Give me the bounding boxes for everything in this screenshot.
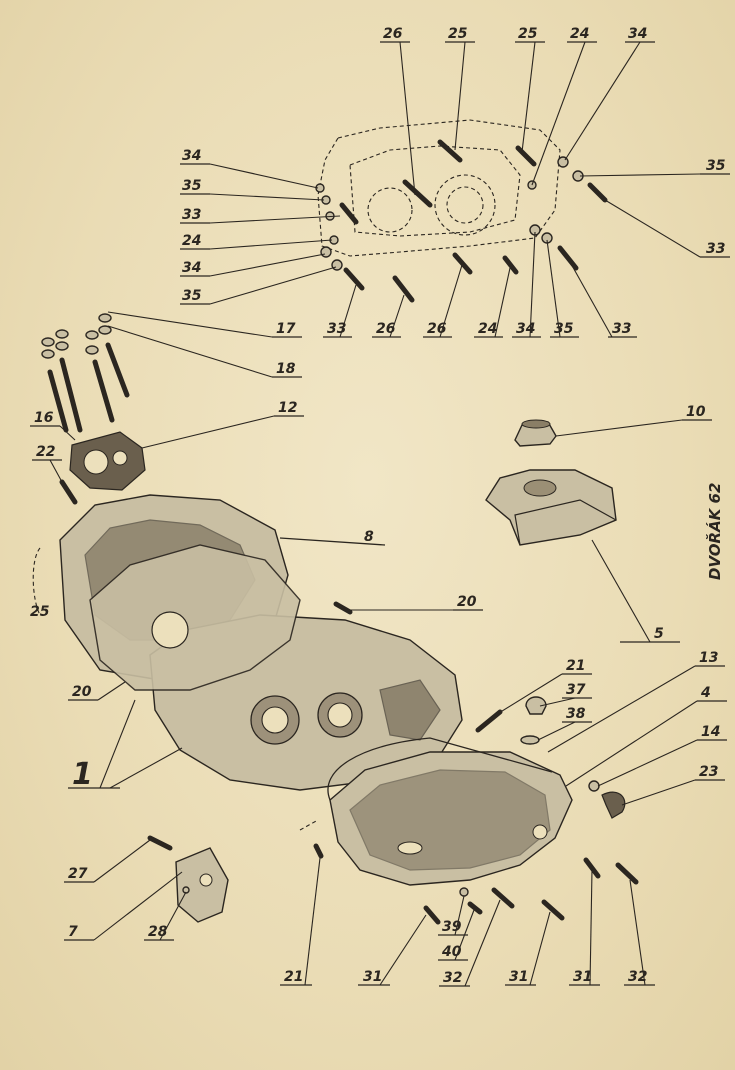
callout-label: 13 xyxy=(699,650,718,666)
callout-label: 10 xyxy=(686,404,706,420)
left-callouts: 17 18 12 16 22 xyxy=(30,311,304,483)
callout-label: 34 xyxy=(628,26,647,42)
dowel-20 xyxy=(333,601,353,615)
artist-signature: DVOŘÁK 62 xyxy=(705,483,724,580)
callout-label: 5 xyxy=(654,626,664,642)
bottom-callouts: 31 39 40 32 31 31 32 21 xyxy=(280,857,655,987)
callout-label: 31 xyxy=(509,969,528,985)
gasket-12 xyxy=(69,431,146,491)
callout-label: 34 xyxy=(182,260,201,276)
callout-label: 16 xyxy=(34,410,54,426)
callout-label: 39 xyxy=(442,919,462,935)
callout-label: 14 xyxy=(701,724,720,740)
callout-label: 26 xyxy=(383,26,403,42)
callout-label: 40 xyxy=(441,944,462,960)
callout-label: 34 xyxy=(516,321,535,337)
callout-label: 21 xyxy=(284,969,303,985)
callout-label: 20 xyxy=(72,684,92,700)
callout-label: 1 xyxy=(72,757,93,792)
right-callouts: 21 37 38 13 4 14 23 xyxy=(493,650,727,806)
callout-label: 8 xyxy=(364,529,374,545)
center-callouts: 20 25 20 1 xyxy=(30,594,483,792)
callout-label: 35 xyxy=(706,158,726,174)
cylinder-studs xyxy=(41,313,130,433)
right-top-callouts: 10 8 5 xyxy=(279,404,712,643)
top-callouts: 26 25 25 24 34 34 35 33 24 34 35 35 xyxy=(180,26,730,338)
side-cover xyxy=(327,737,573,886)
callout-label: 33 xyxy=(612,321,631,337)
callout-label: 18 xyxy=(276,361,296,377)
callout-label: 24 xyxy=(182,233,201,249)
callout-label: 31 xyxy=(363,969,382,985)
lever-part-7 xyxy=(147,835,229,923)
callout-label: 33 xyxy=(706,241,725,257)
callout-label: 25 xyxy=(30,604,50,620)
callout-label: 23 xyxy=(699,764,718,780)
callout-label: 35 xyxy=(182,178,202,194)
callout-label: 21 xyxy=(566,658,585,674)
gasket-outline xyxy=(317,119,561,257)
callout-label: 37 xyxy=(566,682,586,698)
callout-label: 27 xyxy=(68,866,88,882)
cap-10 xyxy=(514,419,557,447)
callout-label: 31 xyxy=(573,969,592,985)
cover-5 xyxy=(485,469,617,546)
bottom-left-callouts: 27 7 28 xyxy=(64,839,187,941)
callout-label: 4 xyxy=(700,685,711,701)
callout-label: 38 xyxy=(566,706,586,722)
gasket-fasteners xyxy=(315,139,608,303)
callout-label: 32 xyxy=(443,970,462,986)
callout-label: 20 xyxy=(457,594,477,610)
leader-dash xyxy=(299,819,319,831)
bolt-22 xyxy=(59,479,78,505)
callout-label: 24 xyxy=(478,321,497,337)
callout-label: 22 xyxy=(36,444,55,460)
crankcase-center-plate xyxy=(89,544,301,691)
callout-label: 28 xyxy=(148,924,168,940)
callout-label: 26 xyxy=(427,321,447,337)
callout-label: 24 xyxy=(570,26,589,42)
callout-label: 32 xyxy=(628,969,647,985)
callout-label: 25 xyxy=(448,26,468,42)
callout-label: 12 xyxy=(278,400,297,416)
small-parts-right xyxy=(313,696,639,925)
callout-label: 33 xyxy=(182,207,201,223)
callout-label: 35 xyxy=(182,288,202,304)
callout-label: 25 xyxy=(518,26,538,42)
callout-label: 34 xyxy=(182,148,201,164)
callout-label: 33 xyxy=(327,321,346,337)
callout-label: 17 xyxy=(276,321,296,337)
callout-label: 7 xyxy=(68,924,78,940)
callout-label: 35 xyxy=(554,321,574,337)
